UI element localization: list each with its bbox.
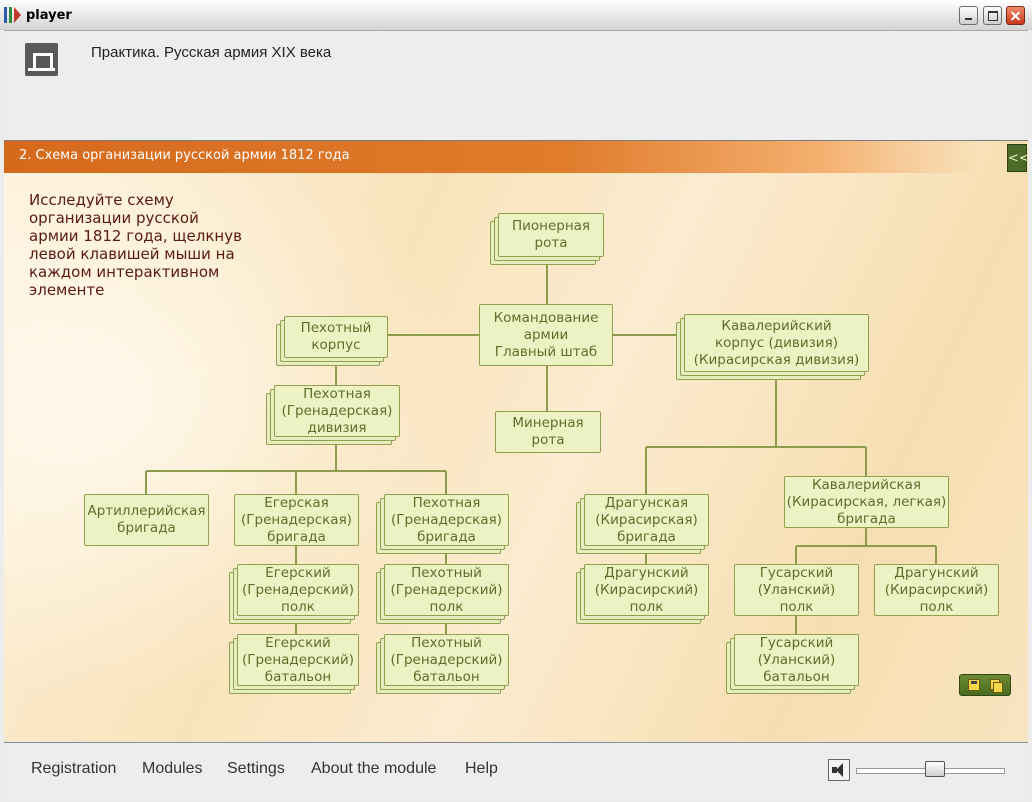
org-node-label: Егерская (Гренадерская) бригада [241,494,352,545]
menu-about-module[interactable]: About the module [311,760,437,777]
org-node-infantry-corps[interactable]: Пехотный корпус [284,316,388,358]
org-node-hussar-regiment[interactable]: Гусарский (Уланский) полк [734,564,859,616]
slide-title-bar: 2. Схема организации русской армии 1812 … [4,141,1028,173]
org-node-label: Минерная рота [512,415,584,448]
window-title: player [26,8,72,23]
org-node-label: Кавалерийский корпус (дивизия) (Кирасирс… [693,317,860,368]
maximize-button[interactable] [983,6,1002,25]
org-node-label: Егерский (Гренадерский) полк [241,564,355,615]
org-node-hussar-battalion[interactable]: Гусарский (Уланский) батальон [734,634,859,686]
org-node-dragoon-regiment-2[interactable]: Драгунский (Кирасирский) полк [874,564,999,616]
org-node-label: Пехотный (Гренадерский) батальон [390,634,503,685]
window-title-bar[interactable]: player [0,0,1032,31]
copy-icon[interactable] [990,679,1003,693]
org-node-label: Гусарский (Уланский) полк [757,564,836,615]
org-node-mine[interactable]: Минерная рота [495,411,601,453]
org-node-jager-brigade[interactable]: Егерская (Гренадерская) бригада [234,494,359,546]
course-title: Практика. Русская армия XIX века [91,44,332,61]
org-node-label: Пионерная рота [511,218,591,251]
bottom-bar: Registration Modules Settings About the … [4,742,1028,799]
speaker-muted-icon[interactable] [828,759,850,781]
org-node-infantry-brigade[interactable]: Пехотная (Гренадерская) бригада [384,494,509,546]
collapse-panel-button[interactable]: << [1007,144,1028,172]
minimize-button[interactable] [959,6,978,25]
org-node-label: Пехотный корпус [300,320,372,353]
menu-registration[interactable]: Registration [31,760,117,777]
instruction-text: Исследуйте схему организации русской арм… [29,191,242,299]
org-node-infantry-division[interactable]: Пехотная (Гренадерская) дивизия [274,385,400,437]
app-logo-icon [4,7,22,23]
org-node-label: Драгунская (Кирасирская) бригада [595,494,698,545]
org-node-label: Гусарский (Уланский) батальон [757,634,836,685]
save-icon[interactable] [968,679,980,691]
menu-settings[interactable]: Settings [227,760,285,777]
save-toolbar [959,674,1011,696]
course-header: Практика. Русская армия XIX века [4,31,1028,141]
volume-slider-handle[interactable] [924,761,945,777]
org-node-label: Пехотная (Гренадерская) дивизия [281,385,393,436]
menu-help[interactable]: Help [465,760,498,777]
org-node-cavalry-corps[interactable]: Кавалерийский корпус (дивизия) (Кирасирс… [684,314,869,372]
org-node-label: Пехотный (Гренадерский) полк [390,564,503,615]
org-node-label: Драгунский (Кирасирский) полк [594,564,699,615]
slide-title: 2. Схема организации русской армии 1812 … [19,148,350,163]
org-node-label: Кавалерийская (Кирасирская, легкая) бриг… [786,476,947,527]
org-node-infantry-battalion[interactable]: Пехотный (Гренадерский) батальон [384,634,509,686]
org-node-pioneer[interactable]: Пионерная рота [498,213,604,257]
slide-stage: 2. Схема организации русской армии 1812 … [4,141,1028,741]
close-button[interactable] [1006,6,1025,25]
org-node-command[interactable]: Командование армии Главный штаб [479,304,613,366]
org-node-label: Артиллерийская бригада [87,503,206,536]
org-node-jager-regiment[interactable]: Егерский (Гренадерский) полк [237,564,359,616]
org-node-label: Пехотная (Гренадерская) бригада [391,494,502,545]
org-node-label: Егерский (Гренадерский) батальон [241,634,355,685]
org-node-dragoon-brigade[interactable]: Драгунская (Кирасирская) бригада [584,494,709,546]
org-node-label: Командование армии Главный штаб [493,309,599,360]
org-node-cavalry-brigade[interactable]: Кавалерийская (Кирасирская, легкая) бриг… [784,476,949,528]
org-node-jager-battalion[interactable]: Егерский (Гренадерский) батальон [237,634,359,686]
org-node-dragoon-regiment[interactable]: Драгунский (Кирасирский) полк [584,564,709,616]
menu-modules[interactable]: Modules [142,760,203,777]
org-node-infantry-regiment[interactable]: Пехотный (Гренадерский) полк [384,564,509,616]
course-logo-icon [25,43,58,76]
org-node-artillery-brigade[interactable]: Артиллерийская бригада [84,494,209,546]
org-node-label: Драгунский (Кирасирский) полк [884,564,989,615]
